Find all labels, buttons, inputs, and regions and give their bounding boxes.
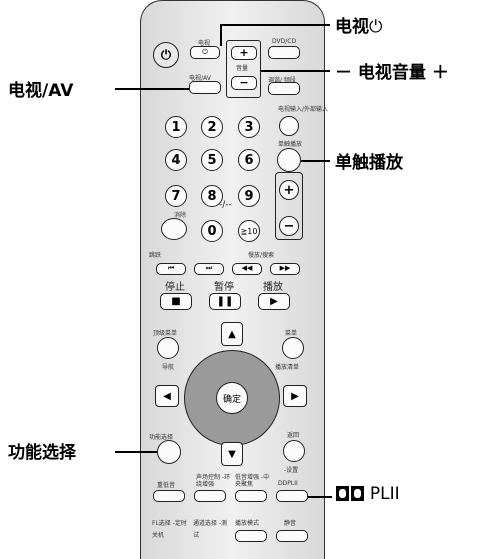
digit-2-button[interactable]: 2 [201,116,223,138]
callout-tv-av: 电视/AV [8,81,74,101]
navi-label: 导航 [162,364,175,371]
one-touch-play-button[interactable] [277,148,301,172]
menu-label: 菜单 [285,330,298,337]
dvd-cd-button[interactable] [268,46,300,59]
stop-button[interactable]: ■ [160,293,192,310]
volume-down-button[interactable]: − [279,216,299,236]
tv-power-button[interactable]: ⏻ [190,46,220,59]
playlist-label: 播放清单 [275,364,300,371]
tuner-label: 调谐/ 频段 [268,77,296,84]
tuner-button[interactable] [268,82,300,95]
callout-plii: PLII [336,484,400,504]
mute2-button[interactable] [276,530,308,542]
skip-label: 跳跃 [149,252,162,259]
mute2-label: 静音 [284,520,297,527]
rewind-button[interactable]: ◀◀ [232,263,262,275]
dpad-left-button[interactable]: ◀ [155,385,179,407]
function-select-button[interactable] [157,440,181,464]
digit-6-button[interactable]: 6 [238,149,260,171]
mode-button[interactable] [235,530,267,542]
play-button[interactable]: ▶ [258,293,290,310]
tv-label: 电视 [198,40,211,47]
plii-small-label: DDPLII [278,480,298,487]
dash-label: -/-- [219,200,232,210]
digit-9-button[interactable]: 9 [238,185,260,207]
menu-button[interactable] [282,337,304,359]
bass-button[interactable] [153,490,185,502]
plii-line [308,496,332,498]
tv-av-button[interactable] [189,81,221,94]
stop-label: 停止 [165,282,185,293]
pause-button[interactable]: ❚❚ [209,293,241,310]
top-menu-button[interactable] [157,337,179,359]
return-button[interactable] [283,440,305,462]
tv-av-line [115,88,189,90]
tv-power-line [220,24,330,26]
fl-label: FL选择 -定时关机 [152,520,187,539]
one-touch-line [301,160,330,162]
one-touch-label: 单触播放 [278,141,303,148]
dpad-right-button[interactable]: ▶ [283,385,307,407]
pause-label: 暂停 [214,282,234,293]
volume-label: 音量 [236,65,249,72]
ge10-button[interactable]: ≧10 [238,220,260,242]
dvd-cd-label: DVD/CD [272,38,297,45]
sound-ctrl-label: 声场控制 -环绕增强 [196,474,231,488]
play-label: 播放 [263,282,283,293]
dpad-up-button[interactable]: ▲ [221,322,243,346]
skip-forward-button[interactable]: ⏭ [194,263,224,275]
dpad-down-button[interactable]: ▼ [221,442,243,466]
dialog-label: 低音增强 -中央聚焦 [235,474,270,488]
fast-forward-button[interactable]: ▶▶ [270,263,300,275]
digit-3-button[interactable]: 3 [238,116,260,138]
function-label: 功能选择 [149,434,174,441]
dolby-dd-icon [336,486,364,501]
mode-label: 播放模式 [235,520,260,527]
tv-volume-line [261,70,330,72]
power-button[interactable]: ⏻ [153,42,179,68]
callout-function-select: 功能选择 [8,443,76,463]
input-label: 电视输入/外部输入 [278,106,329,113]
digit-4-button[interactable]: 4 [165,149,187,171]
tv-volume-box [226,40,261,98]
bass-label: 重低音 [157,482,176,489]
slow-search-label: 慢放/搜索 [248,252,275,259]
top-menu-label: 顶级菜单 [153,330,178,337]
digit-5-button[interactable]: 5 [201,149,223,171]
callout-tv-power: 电视⏻ [335,17,383,37]
return-label: 返回 [287,432,300,439]
plii-button[interactable] [276,490,308,502]
volume-up-button[interactable]: + [279,180,299,200]
tv-volume-up-button[interactable]: + [231,46,257,60]
setup-label: -设置 [284,467,299,474]
digit-7-button[interactable]: 7 [165,185,187,207]
digit-1-button[interactable]: 1 [165,116,187,138]
callout-tv-volume: － 电视音量 ＋ [335,63,449,83]
tv-volume-down-button[interactable]: − [231,76,257,90]
input-button[interactable] [279,116,299,136]
channel-label: 通道选择 -测试 [193,520,228,539]
dialog-button[interactable] [235,490,267,502]
callout-one-touch-play: 单触播放 [335,153,403,173]
skip-back-button[interactable]: ⏮ [156,263,186,275]
function-line [115,451,157,453]
digit-0-button[interactable]: 0 [201,220,223,242]
mute-label: 消除 [174,212,187,219]
tv-power-line-v [220,24,222,46]
sound-ctrl-button[interactable] [194,490,226,502]
digit-8-button[interactable]: 8 [201,185,223,207]
mute-button[interactable] [161,218,187,240]
enter-button[interactable]: 确定 [216,382,248,414]
tv-av-label: 电视/AV [189,75,211,82]
receiver-volume-box [275,172,303,240]
